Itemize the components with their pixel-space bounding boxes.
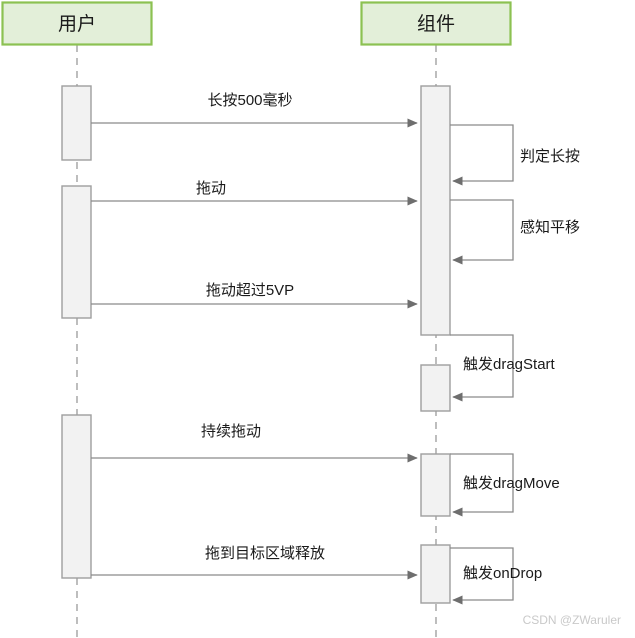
message-drop-on-target-label: 拖到目标区域释放 — [205, 545, 325, 562]
activation-bar-user-1[interactable] — [61, 85, 92, 161]
activation-bar-component-1[interactable] — [420, 85, 451, 336]
activation-bar-component-4[interactable] — [420, 544, 451, 604]
self-message-judge-longpress-path — [450, 124, 514, 186]
self-message-trigger-ondrop-path — [450, 547, 514, 605]
self-message-trigger-dragmove-path — [450, 453, 514, 517]
participant-component-label: 组件 — [417, 13, 455, 35]
activation-bar-component-2[interactable] — [420, 364, 451, 412]
message-drop-on-target[interactable]: 拖到目标区域释放 — [91, 545, 418, 580]
self-message-judge-longpress[interactable]: 判定长按 — [450, 124, 580, 186]
activation-bar-component-3[interactable] — [420, 453, 451, 517]
participant-user[interactable]: 用户 — [1, 1, 153, 46]
self-message-trigger-dragmove-label: 触发dragMove — [463, 475, 560, 492]
activation-bars-layer — [61, 85, 451, 604]
self-message-judge-longpress-label: 判定长按 — [520, 148, 580, 165]
participant-component-box[interactable] — [360, 1, 512, 46]
participant-component[interactable]: 组件 — [360, 1, 512, 46]
self-message-trigger-ondrop[interactable]: 触发onDrop — [450, 547, 542, 605]
message-continuous-drag[interactable]: 持续拖动 — [91, 423, 418, 463]
self-message-sense-translation-path — [450, 199, 514, 265]
participant-user-label: 用户 — [58, 13, 96, 35]
csdn-watermark: CSDN @ZWaruler — [523, 613, 621, 627]
message-drag-label: 拖动 — [196, 180, 226, 197]
activation-bar-user-2[interactable] — [61, 185, 92, 319]
self-message-sense-translation[interactable]: 感知平移 — [450, 199, 580, 265]
self-message-trigger-dragmove[interactable]: 触发dragMove — [450, 453, 560, 517]
self-message-trigger-dragstart-label: 触发dragStart — [463, 356, 556, 373]
participant-user-box[interactable] — [1, 1, 153, 46]
self-message-trigger-dragstart[interactable]: 触发dragStart — [450, 334, 556, 402]
self-message-sense-translation-label: 感知平移 — [520, 219, 580, 236]
self-message-trigger-dragstart-path — [450, 334, 514, 402]
message-continuous-drag-label: 持续拖动 — [201, 423, 261, 440]
message-longpress-label: 长按500毫秒 — [207, 91, 292, 109]
message-longpress[interactable]: 长按500毫秒 — [91, 91, 418, 128]
message-drag[interactable]: 拖动 — [91, 180, 418, 206]
activation-bar-user-3[interactable] — [61, 414, 92, 579]
message-drag-threshold[interactable]: 拖动超过5VP — [91, 282, 418, 309]
self-message-trigger-ondrop-label: 触发onDrop — [463, 565, 542, 582]
message-drag-threshold-label: 拖动超过5VP — [206, 282, 294, 299]
